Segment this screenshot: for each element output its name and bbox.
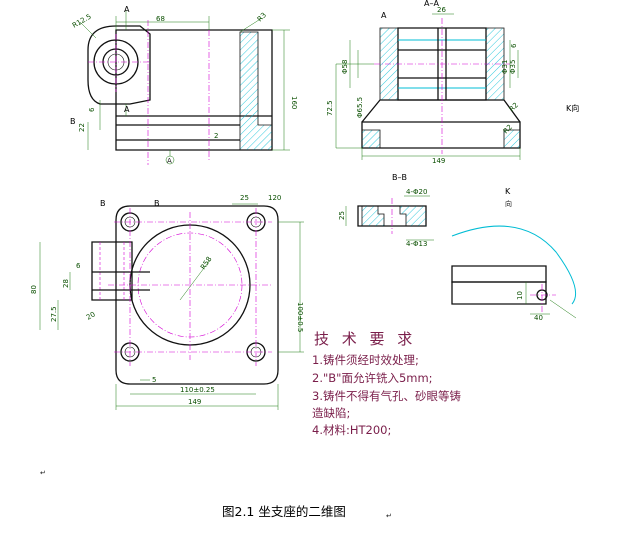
- dim-6: 6: [88, 107, 96, 112]
- dim-22: 22: [78, 123, 86, 132]
- dim-r58: R58: [199, 255, 213, 271]
- dim-120: 120: [268, 194, 281, 202]
- dim-72-5: 72.5: [326, 100, 334, 116]
- requirement-1: 1.铸件须经时效处理;: [312, 353, 419, 367]
- figure-caption: 图2.1 坐支座的二维图: [222, 504, 346, 519]
- dim-phi65-5: Φ65.5: [356, 97, 364, 118]
- caption-return-mark: ↵: [386, 512, 392, 520]
- dim-149-top: 149: [188, 398, 201, 406]
- dim-6-section: 6: [510, 43, 518, 48]
- datum-a: A: [167, 157, 172, 165]
- dim-80: 80: [30, 285, 38, 294]
- dim-phi31: Φ31: [501, 60, 509, 74]
- dim-110: 110±0.25: [180, 386, 215, 394]
- dim-27-5: 27.5: [50, 306, 58, 322]
- top-mark-b-right: B: [154, 199, 160, 208]
- dim-20: 20: [85, 310, 97, 321]
- section-aa-view: A–A 26 149 72.5 Φ58 Φ65.5 Φ31 Φ35: [326, 0, 579, 165]
- k-direction-note: K向: [566, 103, 579, 113]
- dim-10-k: 10: [516, 291, 524, 300]
- section-mark-a-top: A: [124, 5, 130, 14]
- dim-r3: R3: [256, 11, 268, 23]
- dim-100: 100±0.5: [296, 302, 304, 332]
- dim-160: 160: [290, 96, 298, 109]
- top-view: 25 120 R58 80 27.5 28 6 20 100±0.5 110±0…: [30, 194, 304, 410]
- view-k-label: K: [505, 187, 511, 196]
- dim-5: 5: [152, 376, 156, 384]
- section-aa-mark: A: [381, 11, 387, 20]
- section-bb-label: B–B: [392, 173, 407, 182]
- dim-phi58: Φ58: [341, 60, 349, 74]
- dim-r12-5: R12.5: [71, 13, 93, 30]
- top-mark-b-left: B: [100, 199, 106, 208]
- section-bb-view: B–B 4-Φ20 25 4-Φ13: [338, 173, 434, 248]
- requirement-2: 2."B"面允许铣入5mm;: [312, 371, 433, 385]
- return-mark: ↵: [40, 469, 46, 477]
- dim-4-phi13: 4-Φ13: [406, 240, 427, 248]
- requirement-4: 4.材料:HT200;: [312, 423, 391, 437]
- dim-25: 25: [240, 194, 249, 202]
- dim-2: 2: [214, 132, 218, 140]
- front-view: 68 R12.5 R3 160 22 6 2 A A A B: [70, 5, 298, 165]
- dim-4-phi20: 4-Φ20: [406, 188, 427, 196]
- technical-requirements: 技 术 要 求 1.铸件须经时效处理; 2."B"面允许铣入5mm; 3.铸件不…: [312, 330, 461, 437]
- view-k-sub: 向: [505, 199, 512, 208]
- dim-40-k: 40: [534, 314, 543, 322]
- section-mark-b: B: [70, 117, 76, 126]
- dim-26: 26: [437, 6, 446, 14]
- dim-phi35: Φ35: [509, 60, 517, 74]
- dim-25-bb: 25: [338, 211, 346, 220]
- dim-149-section: 149: [432, 157, 445, 165]
- dim-6-top: 6: [76, 262, 81, 270]
- section-aa-label: A–A: [424, 0, 439, 8]
- requirement-3: 3.铸件不得有气孔、砂眼等铸: [312, 389, 461, 403]
- requirement-3-cont: 造缺陷;: [312, 406, 350, 420]
- view-k: K 向 10 40: [451, 187, 577, 322]
- section-mark-a-bottom: A: [124, 105, 130, 114]
- dim-r2-a: R2: [508, 101, 520, 113]
- dim-28: 28: [62, 279, 70, 288]
- requirements-title: 技 术 要 求: [314, 330, 416, 348]
- dim-68: 68: [156, 15, 165, 23]
